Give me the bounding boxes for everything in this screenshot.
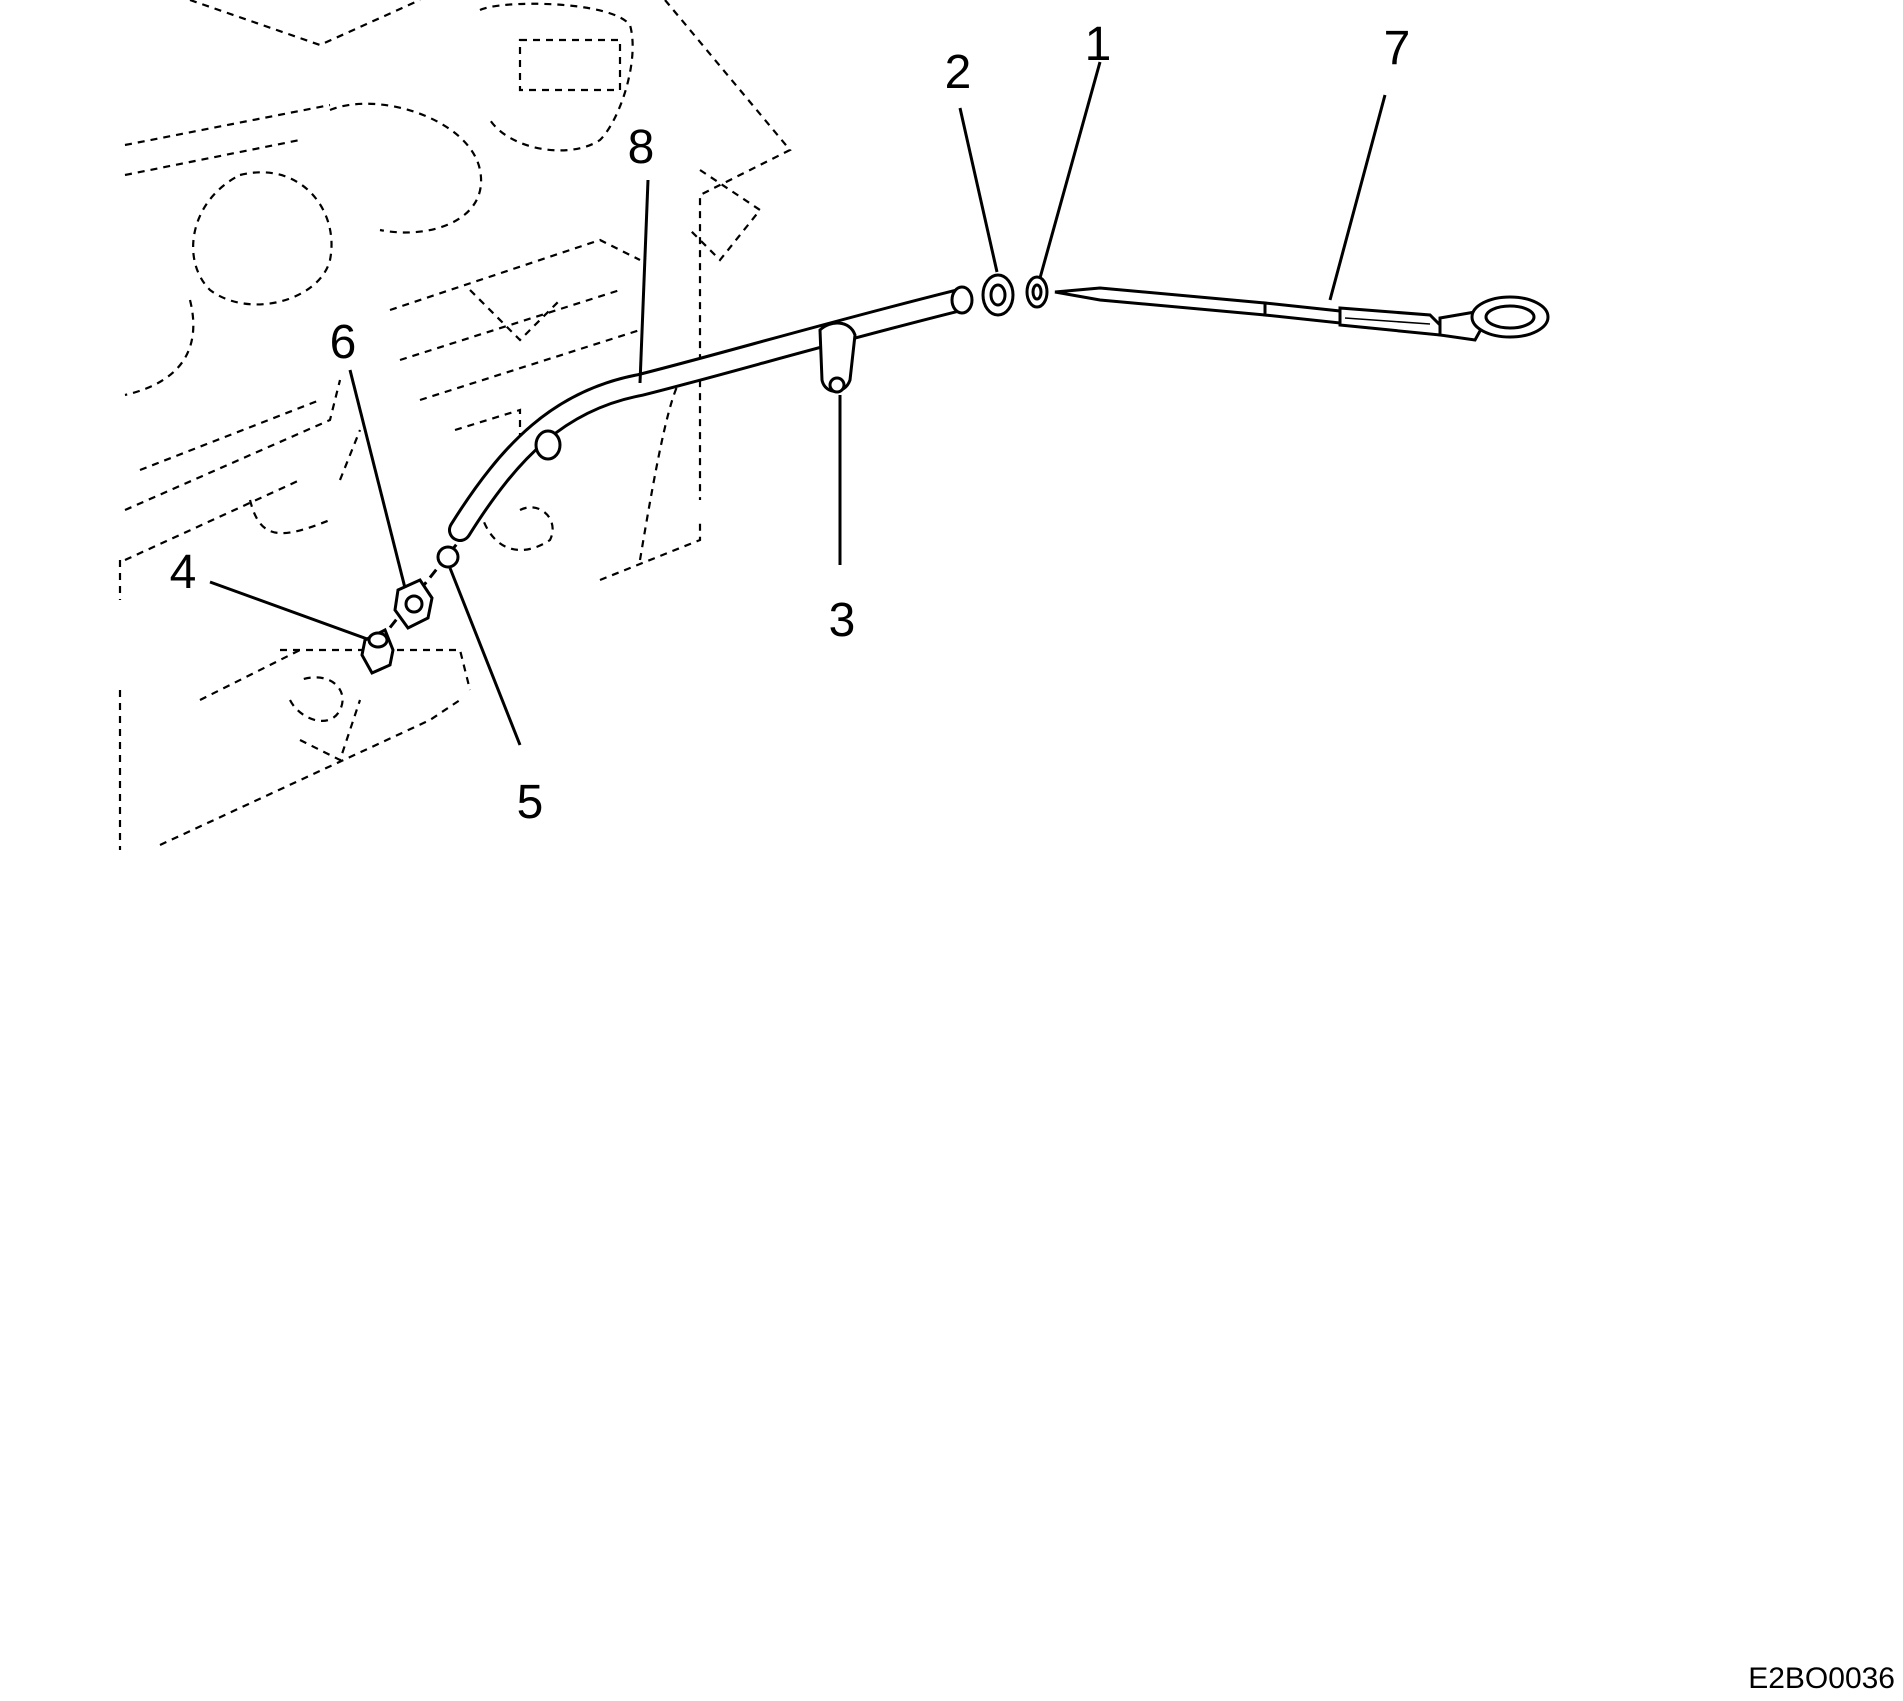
leader-lines	[209, 61, 1387, 746]
figure-code: E2BO0036	[1748, 1662, 1895, 1695]
callout-3: 3	[829, 594, 856, 647]
callout-8: 8	[628, 121, 655, 174]
callout-labels: 1 2 3 4 5 6 7 8	[170, 18, 1411, 829]
callout-4: 4	[170, 546, 197, 599]
o-ring-washer-group	[981, 273, 1049, 317]
callout-7: 7	[1384, 22, 1411, 75]
callout-1: 1	[1085, 18, 1112, 71]
callout-2: 2	[945, 46, 972, 99]
oil-dipstick	[1054, 286, 1550, 342]
callout-6: 6	[330, 316, 357, 369]
engine-block-phantom	[118, 0, 792, 850]
tube-clamp-bracket	[818, 321, 857, 394]
tube-fittings	[360, 539, 462, 675]
callout-5: 5	[517, 776, 544, 829]
